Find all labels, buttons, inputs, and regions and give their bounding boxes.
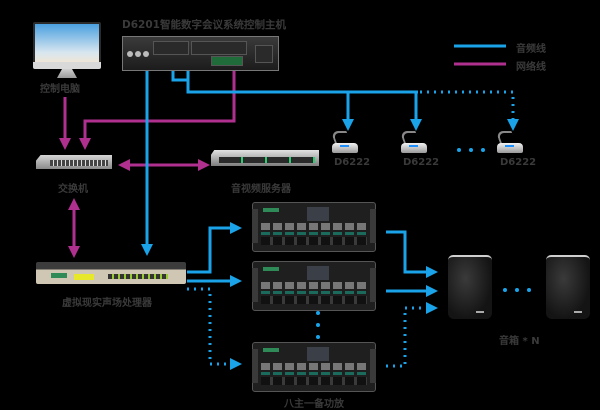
speaker-label: 音箱 * N (499, 336, 540, 347)
conference-mic-icon (330, 131, 358, 153)
ellipsis-dot (316, 323, 320, 327)
amplifier-label: 八主一备功放 (284, 399, 344, 410)
conference-mic-icon (399, 131, 427, 153)
network-switch-icon (36, 155, 112, 169)
ellipsis-dot (503, 288, 507, 292)
processor-label: 虚拟现实声场处理器 (62, 298, 152, 309)
audio-processor-icon (36, 262, 186, 284)
server-icon (211, 150, 319, 166)
ellipsis-dot (457, 148, 461, 152)
wire-host-switch (79, 70, 236, 150)
wire-amp3-speaker (386, 302, 438, 368)
ellipsis-dot (316, 311, 320, 315)
speaker-icon (448, 255, 492, 319)
wire-host-mics (186, 80, 418, 94)
amplifier-icon (252, 261, 376, 311)
switch-label: 交换机 (58, 184, 88, 195)
ellipsis-dot (527, 288, 531, 292)
mic-label-2: D6222 (403, 157, 440, 168)
conference-mic-icon (495, 131, 523, 153)
ellipsis-dot (515, 288, 519, 292)
av-server-label: 音视频服务器 (231, 184, 291, 195)
mic-label-1: D6222 (334, 157, 371, 168)
wire-proc-amp-3 (187, 287, 242, 370)
wire-proc-amp-1 (187, 222, 242, 274)
ellipsis-dot (316, 335, 320, 339)
legend-network-label: 网络线 (516, 62, 546, 73)
wire-amp1-speaker (386, 230, 438, 278)
control-pc-label: 控制电脑 (40, 84, 80, 95)
wire-to-mic-3 (420, 90, 519, 131)
amplifier-icon (252, 202, 376, 252)
legend-audio-label: 音频线 (516, 44, 546, 55)
amplifier-icon (252, 342, 376, 392)
speaker-icon (546, 255, 590, 319)
control-host-icon (122, 36, 279, 71)
host-label: D6201智能数字会议系统控制主机 (122, 19, 286, 31)
mic-label-3: D6222 (500, 157, 537, 168)
wire-host-mic-bus (171, 70, 190, 82)
ellipsis-dot (469, 148, 473, 152)
ellipsis-dot (481, 148, 485, 152)
